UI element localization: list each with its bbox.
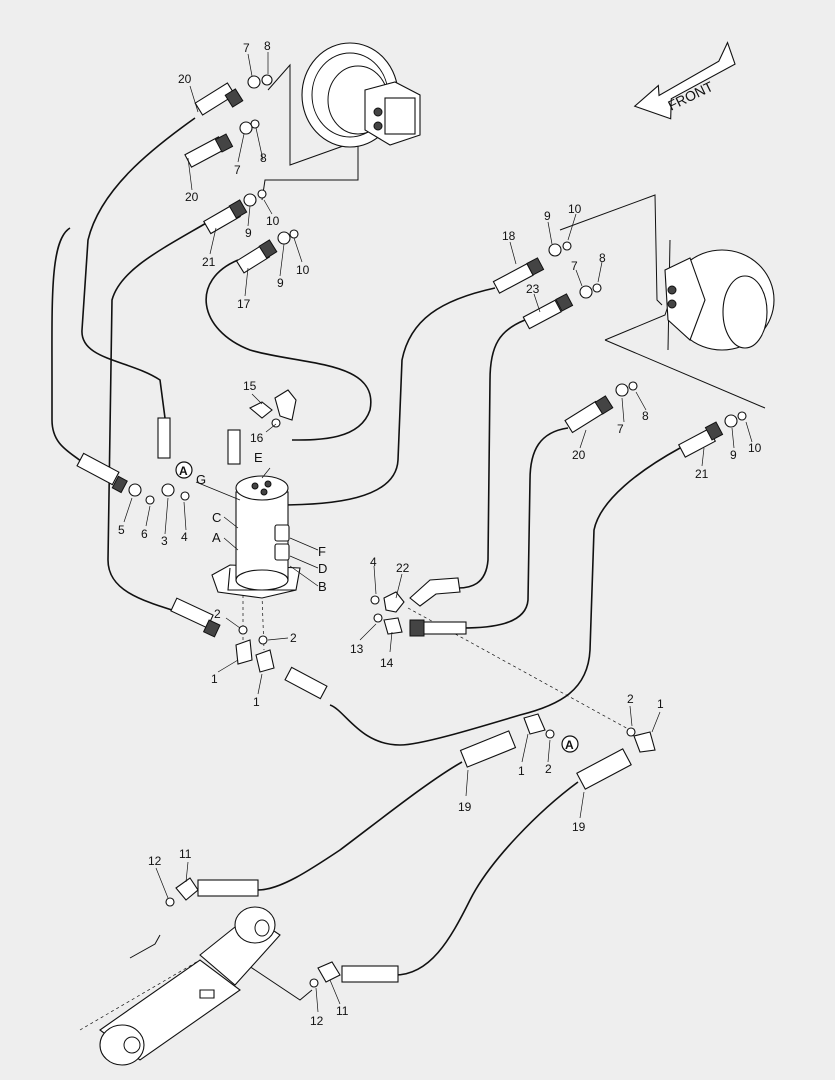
callout-10: 10 (296, 263, 310, 277)
callout-12: 12 (310, 1014, 324, 1028)
callout-8: 8 (260, 151, 267, 165)
callout-15: 15 (243, 379, 257, 393)
callout-1: 1 (253, 695, 260, 709)
callout-10: 10 (568, 202, 582, 216)
callout-1: 1 (657, 697, 664, 711)
callout-20: 20 (185, 190, 199, 204)
travel-motor-right (664, 249, 775, 351)
callout-23: 23 (526, 282, 540, 296)
callout-22: 22 (396, 561, 410, 575)
callout-10: 10 (748, 441, 762, 455)
callout-20: 20 (178, 72, 192, 86)
callout-7: 7 (617, 422, 624, 436)
swivel-joint (211, 475, 301, 599)
port-b: B (318, 579, 327, 594)
callout-2: 2 (214, 607, 221, 621)
travel-motor-top (301, 42, 421, 148)
callout-8: 8 (599, 251, 606, 265)
port-d: D (318, 561, 327, 576)
callout-12: 12 (148, 854, 162, 868)
callout-21: 21 (202, 255, 216, 269)
callout-14: 14 (380, 656, 394, 670)
callout-2: 2 (627, 692, 634, 706)
callout-4: 4 (370, 555, 377, 569)
svg-text:A: A (179, 464, 188, 478)
callout-5: 5 (118, 523, 125, 537)
callout-7: 7 (571, 259, 578, 273)
callout-20: 20 (572, 448, 586, 462)
callout-21: 21 (695, 467, 709, 481)
pilot-lines (129, 63, 766, 1001)
port-g: G (196, 472, 206, 487)
callout-1: 1 (211, 672, 218, 686)
part-callouts: 20 7 8 7 8 20 9 10 21 9 10 17 9 10 18 7 … (118, 39, 762, 1028)
callout-8: 8 (642, 409, 649, 423)
callout-18: 18 (502, 229, 516, 243)
callout-11: 11 (179, 847, 192, 861)
ref-marker-lower: A (561, 735, 579, 753)
callout-11: 11 (336, 1004, 349, 1018)
callout-19: 19 (458, 800, 472, 814)
svg-text:A: A (565, 738, 574, 752)
callout-4: 4 (181, 530, 188, 544)
callout-19: 19 (572, 820, 586, 834)
callout-9: 9 (544, 209, 551, 223)
callout-3: 3 (161, 534, 168, 548)
callout-7: 7 (234, 163, 241, 177)
callout-9: 9 (730, 448, 737, 462)
callout-1: 1 (518, 764, 525, 778)
port-c: C (212, 510, 221, 525)
callout-13: 13 (350, 642, 364, 656)
callout-6: 6 (141, 527, 148, 541)
front-direction-arrow: FRONT (633, 41, 736, 120)
callout-7: 7 (243, 41, 250, 55)
callout-17: 17 (237, 297, 251, 311)
callout-2: 2 (290, 631, 297, 645)
hose-fittings (76, 74, 747, 988)
leader-lines (123, 52, 753, 1013)
callout-2: 2 (545, 762, 552, 776)
callout-9: 9 (245, 226, 252, 240)
port-labels: G E C A F D B (196, 450, 327, 594)
callout-16: 16 (250, 431, 264, 445)
port-a: A (212, 530, 221, 545)
callout-9: 9 (277, 276, 284, 290)
ref-marker-swivel: A (175, 461, 193, 479)
hydraulic-cylinder (99, 906, 281, 1066)
callout-8: 8 (264, 39, 271, 53)
port-f: F (318, 544, 326, 559)
port-e: E (254, 450, 263, 465)
callout-10: 10 (266, 214, 280, 228)
hose-routes (51, 117, 681, 976)
